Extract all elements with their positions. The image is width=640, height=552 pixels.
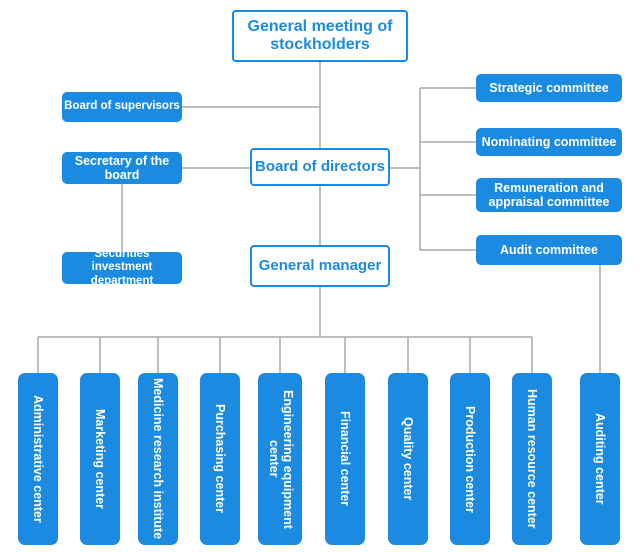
administrative-center-node: Administrative center [18,373,58,545]
center-label: Administrative center [31,395,46,523]
purchasing-center-node: Purchasing center [200,373,240,545]
medicine-research-institute-node: Medicine research institute [138,373,178,545]
center-label: Medicine research institute [151,378,166,540]
production-center-node: Production center [450,373,490,545]
quality-center-node: Quality center [388,373,428,545]
committee-label: Audit committee [500,242,598,257]
center-label: Production center [463,405,478,513]
center-label: Financial center [338,411,353,507]
remuneration-committee-node: Remuneration and appraisal committee [476,178,622,212]
center-label: Human resource center [525,389,540,529]
center-label: Engineering equipment center [267,389,295,529]
general-meeting-label: General meeting of stockholders [247,17,393,53]
secretary-node: Secretary of the board [62,152,182,184]
strategic-committee-node: Strategic committee [476,74,622,102]
committee-label: Nominating committee [481,134,617,149]
committee-label: Remuneration and appraisal committee [488,180,610,209]
engineering-equipment-center-node: Engineering equipment center [258,373,302,545]
board-of-supervisors-label: Board of supervisors [64,100,180,113]
board-of-directors-label: Board of directors [254,158,386,176]
committee-label: Strategic committee [489,80,609,95]
auditing-center-node: Auditing center [580,373,620,545]
general-manager-node: General manager [250,245,390,287]
center-label: Quality center [401,417,416,501]
auditing-center-label: Auditing center [593,413,608,505]
securities-dept-node: Securities investment department [62,248,182,287]
financial-center-node: Financial center [325,373,365,545]
general-manager-label: General manager [258,257,382,275]
center-label: Marketing center [93,408,108,510]
nominating-committee-node: Nominating committee [476,128,622,156]
center-label: Purchasing center [213,404,228,514]
audit-committee-node: Audit committee [476,235,622,265]
general-meeting-node: General meeting of stockholders [232,10,408,62]
securities-dept-label: Securities investment department [90,248,154,287]
board-of-supervisors-node: Board of supervisors [62,92,182,122]
human-resource-center-node: Human resource center [512,373,552,545]
board-of-directors-node: Board of directors [250,148,390,186]
marketing-center-node: Marketing center [80,373,120,545]
secretary-label: Secretary of the board [74,153,170,182]
